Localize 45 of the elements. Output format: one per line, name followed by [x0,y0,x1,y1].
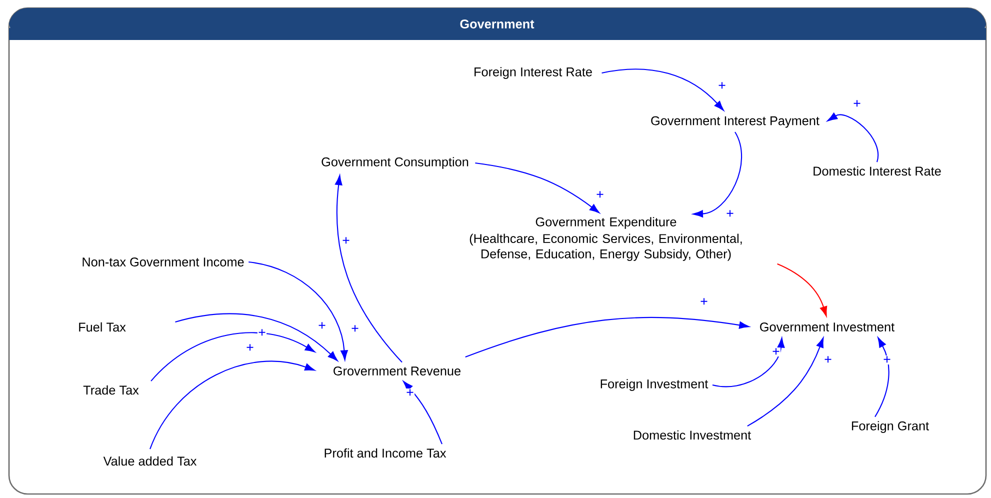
variable-label: Government Interest Payment [651,116,820,128]
arrow [602,68,724,111]
variable-label: Grovernment Revenue [334,366,460,376]
variable-label: Domestic Investment [634,430,752,440]
variable-label: Non-tax Government Income [82,258,244,266]
arrow [874,337,890,418]
title-bar: Government [9,8,986,40]
arrow [475,162,600,214]
variable-label: Foreign Interest Rate [474,67,592,79]
arrow [150,332,316,382]
arrow [150,360,315,450]
polarity-sign: + [341,236,351,246]
polarity-sign: + [725,209,735,218]
variable-label: Government Consumption [322,157,468,169]
polarity-sign: + [317,321,327,330]
polarity-sign: + [823,355,833,364]
polarity-sign: + [882,355,892,364]
variable-label: Fuel Tax [79,322,126,332]
polarity-sign: + [852,99,862,108]
polarity-sign: + [771,347,781,356]
arrow [335,175,402,363]
arrow [692,132,742,218]
arrow [465,316,750,358]
polarity-sign: + [717,81,727,90]
arrow [175,313,338,362]
arrow [712,338,785,388]
arrow [777,263,828,316]
polarity-sign: + [257,328,267,338]
variable-label: Value added Tax [103,456,197,466]
variable-label: Foreign Investment [600,379,708,391]
variable-label: Government Expenditure (Healthcare, Economic Services, Environmental, Defense, Education, Energy Subsidy, Other) [470,217,742,261]
arrow [403,381,442,444]
polarity-sign: + [405,388,415,398]
polarity-sign: + [350,324,360,334]
polarity-sign: + [595,190,605,200]
polarity-sign: + [699,297,709,306]
variable-label: Foreign Grant [852,421,929,433]
arrow [248,261,348,360]
variable-label: Domestic Interest Rate [814,166,941,176]
variable-label: Trade Tax [83,385,139,395]
variable-label: Government Investment [760,322,894,332]
arrow [747,338,824,427]
variable-label: Profit and Income Tax [324,448,446,458]
polarity-sign: + [245,343,255,352]
arrow [827,112,879,162]
